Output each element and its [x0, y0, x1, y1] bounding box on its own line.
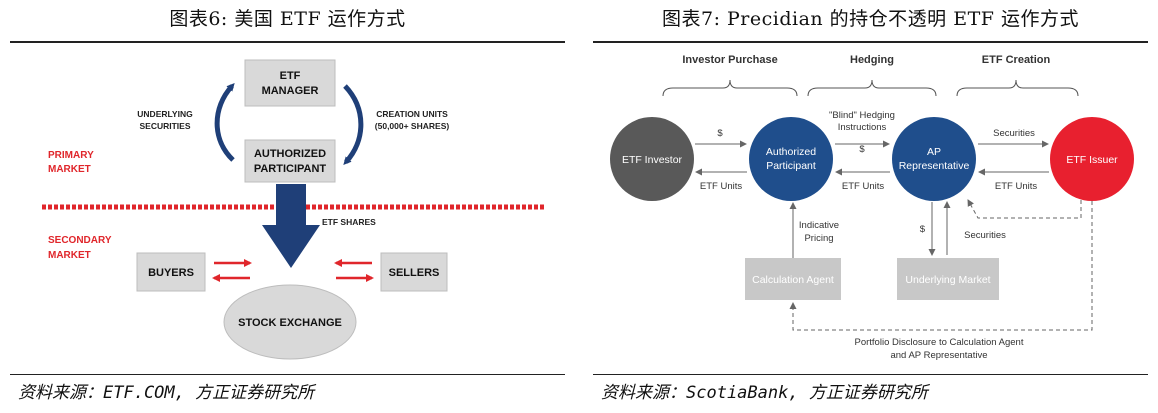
sellers-box: SELLERS [380, 252, 448, 292]
etf-investor-node: ETF Investor [610, 117, 694, 201]
buyers-box: BUYERS [136, 252, 206, 292]
calculation-agent-label: Calculation Agent [752, 274, 834, 286]
underlying-securities-arrow [214, 83, 235, 162]
ap-line1: AUTHORIZED [254, 148, 326, 160]
buyers-label: BUYERS [148, 267, 194, 279]
dollar-label-1: $ [717, 128, 723, 139]
brace-investor-purchase [662, 79, 798, 97]
creation-units-label-2: (50,000+ SHARES) [375, 121, 450, 131]
authorized-participant-label-1: Authorized [766, 146, 816, 158]
etf-manager-line2: MANAGER [262, 85, 319, 97]
indicative-pricing-label-2: Pricing [804, 233, 833, 244]
sellers-label: SELLERS [389, 267, 440, 279]
secondary-market-label-1: SECONDARY [48, 235, 112, 246]
figure-6-panel: 图表6: 美国 ETF 运作方式 ETF MANAGER AUTHORIZED … [0, 0, 575, 413]
blind-hedging-label-2: Instructions [838, 122, 887, 133]
underlying-market-box: Underlying Market [897, 258, 999, 300]
etf-units-label-2: ETF Units [842, 181, 884, 192]
securities-label-2: Securities [964, 230, 1006, 241]
dollar-label-3: $ [920, 224, 926, 235]
primary-market-label-2: MARKET [48, 164, 91, 175]
secondary-market-label-2: MARKET [48, 250, 91, 261]
brace-hedging [807, 79, 937, 97]
primary-market-label-1: PRIMARY [48, 150, 94, 161]
header-etf-creation: ETF Creation [982, 54, 1051, 66]
underlying-securities-label-1: UNDERLYING [137, 109, 193, 119]
underlying-market-label: Underlying Market [905, 274, 990, 286]
etf-units-label-1: ETF Units [700, 181, 742, 192]
portfolio-disclosure-label-2: and AP Representative [890, 350, 987, 361]
authorized-participant-label-2: Participant [766, 160, 816, 172]
etf-manager-line1: ETF [280, 70, 301, 82]
etf-units-label-3: ETF Units [995, 181, 1037, 192]
ap-line2: PARTICIPANT [254, 163, 327, 175]
authorized-participant-node: Authorized Participant [749, 117, 833, 201]
stock-exchange-ellipse: STOCK EXCHANGE [223, 284, 357, 360]
portfolio-disclosure-label-1: Portfolio Disclosure to Calculation Agen… [855, 337, 1024, 348]
figure-6-title: 图表6: 美国 ETF 运作方式 [169, 8, 406, 30]
figure-7-source: 资料来源：ScotiaBank, 方正证券研究所 [601, 383, 928, 403]
header-investor-purchase: Investor Purchase [682, 54, 777, 66]
calculation-agent-box: Calculation Agent [745, 258, 841, 300]
disclosure-to-calc-agent-line [789, 201, 1093, 331]
etf-issuer-label: ETF Issuer [1066, 154, 1118, 166]
dollar-label-2: $ [859, 144, 865, 155]
creation-units-label-1: CREATION UNITS [376, 109, 448, 119]
etf-issuer-node: ETF Issuer [1050, 117, 1134, 201]
figure-7-panel: 图表7: Precidian 的持仓不透明 ETF 运作方式 Investor … [583, 0, 1158, 413]
brace-etf-creation [956, 79, 1079, 97]
etf-shares-arrow [262, 184, 320, 268]
precidian-etf-diagram: Investor Purchase Hedging ETF Creation E… [610, 54, 1134, 361]
blind-hedging-label-1: "Blind" Hedging [829, 110, 895, 121]
indicative-pricing-label-1: Indicative [799, 220, 839, 231]
ap-representative-label-1: AP [927, 146, 941, 158]
ap-representative-label-2: Representative [899, 160, 970, 172]
etf-investor-label: ETF Investor [622, 154, 683, 166]
stock-exchange-label: STOCK EXCHANGE [238, 317, 342, 329]
header-hedging: Hedging [850, 54, 894, 66]
top-rule [593, 41, 1148, 43]
creation-units-arrow [343, 84, 364, 165]
etf-shares-label: ETF SHARES [322, 217, 376, 227]
etf-manager-box: ETF MANAGER [244, 59, 336, 107]
securities-label-1: Securities [993, 128, 1035, 139]
figure-6-source: 资料来源：ETF.COM, 方正证券研究所 [18, 383, 315, 403]
disclosure-to-aprep-line [967, 199, 1082, 219]
ap-representative-node: AP Representative [892, 117, 976, 201]
bottom-rule [593, 374, 1148, 375]
underlying-securities-label-2: SECURITIES [139, 121, 190, 131]
figure-7-title: 图表7: Precidian 的持仓不透明 ETF 运作方式 [661, 8, 1079, 30]
authorized-participant-box: AUTHORIZED PARTICIPANT [244, 139, 336, 183]
us-etf-diagram: ETF MANAGER AUTHORIZED PARTICIPANT UNDER… [42, 59, 545, 360]
top-rule [10, 41, 565, 43]
bottom-rule [10, 374, 565, 375]
